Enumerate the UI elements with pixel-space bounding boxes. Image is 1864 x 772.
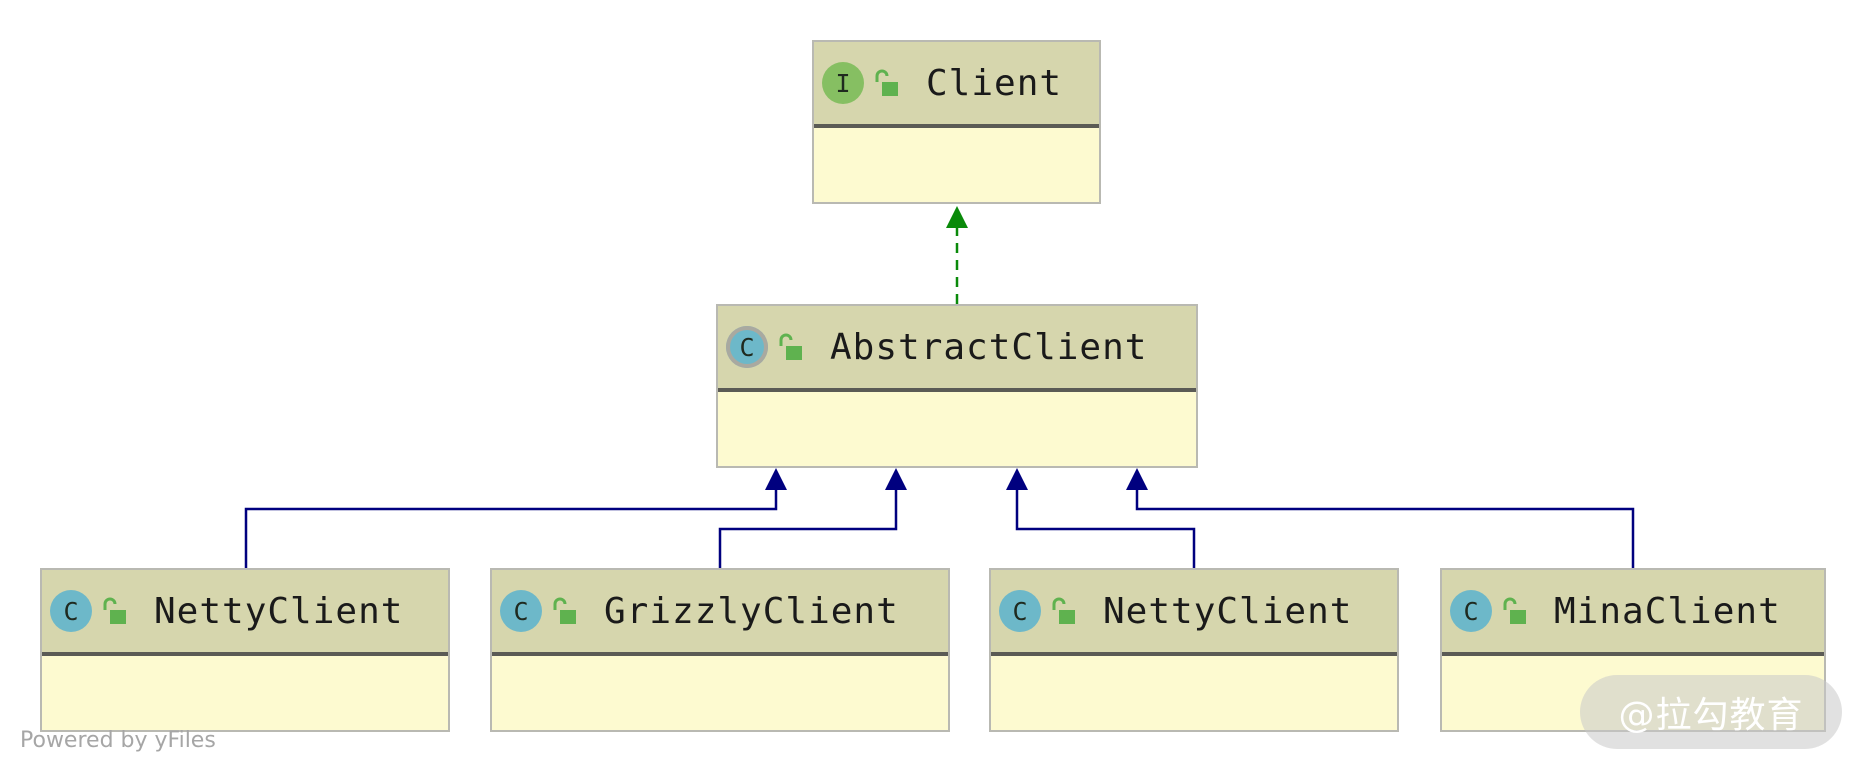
node-client[interactable]: I Client <box>812 40 1101 204</box>
node-abstract-client[interactable]: C AbstractClient <box>716 304 1198 468</box>
node-name: NettyClient <box>1103 590 1353 632</box>
node-header: C MinaClient <box>1442 570 1824 656</box>
unlocked-public-icon <box>1052 597 1075 624</box>
watermark-text: @拉勾教育 <box>1618 695 1804 736</box>
node-name: NettyClient <box>154 590 404 632</box>
unlocked-public-icon <box>553 597 576 624</box>
powered-by-label: Powered by yFiles <box>20 728 216 753</box>
node-header: C NettyClient <box>42 570 448 656</box>
node-name: GrizzlyClient <box>604 590 899 632</box>
node-netty-client-1[interactable]: C NettyClient <box>40 568 450 732</box>
interface-icon: I <box>822 62 864 104</box>
arrowhead-extends-4 <box>1126 468 1148 490</box>
node-header: C GrizzlyClient <box>492 570 948 656</box>
unlocked-public-icon <box>875 69 898 96</box>
node-name: AbstractClient <box>830 326 1148 368</box>
arrowhead-implements <box>946 206 968 228</box>
edge-nettyclient2-extends-abstractclient <box>1015 490 1196 568</box>
unlocked-public-icon <box>103 597 126 624</box>
edge-minaclient-extends-abstractclient <box>1135 490 1635 568</box>
abstract-class-icon: C <box>726 326 768 368</box>
watermark: @拉勾教育 <box>1580 675 1842 749</box>
node-name: MinaClient <box>1554 590 1781 632</box>
edge-nettyclient1-extends-abstractclient <box>244 490 778 568</box>
arrowhead-extends-3 <box>1006 468 1028 490</box>
node-name: Client <box>926 62 1063 104</box>
arrowhead-extends-1 <box>765 468 787 490</box>
class-icon: C <box>1450 590 1492 632</box>
class-icon: C <box>999 590 1041 632</box>
arrowhead-extends-2 <box>885 468 907 490</box>
class-icon: C <box>500 590 542 632</box>
edge-grizzlyclient-extends-abstractclient <box>718 490 898 568</box>
node-header: C AbstractClient <box>718 306 1196 392</box>
node-netty-client-2[interactable]: C NettyClient <box>989 568 1399 732</box>
node-header: I Client <box>814 42 1099 128</box>
class-icon: C <box>50 590 92 632</box>
node-header: C NettyClient <box>991 570 1397 656</box>
unlocked-public-icon <box>779 333 802 360</box>
unlocked-public-icon <box>1503 597 1526 624</box>
node-grizzly-client[interactable]: C GrizzlyClient <box>490 568 950 732</box>
